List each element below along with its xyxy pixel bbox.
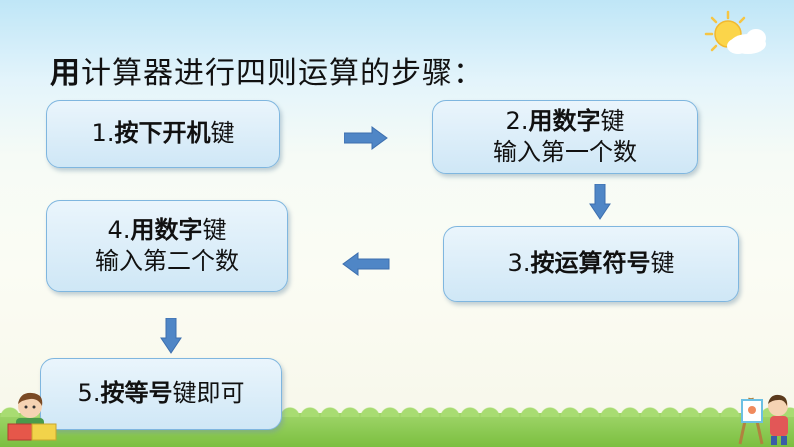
arrow-down-icon (589, 184, 611, 220)
step-1-text: 1.按下开机键 (92, 118, 235, 149)
step-4-suffix: 键 (202, 216, 226, 244)
page-title: 用计算器进行四则运算的步骤： (50, 48, 484, 92)
step-3-suffix: 键 (650, 249, 674, 277)
step-4-line2: 输入第二个数 (95, 246, 239, 277)
step-3-text: 3.按运算符号键 (508, 248, 675, 279)
step-2-number: 2. (506, 107, 529, 135)
step-3-number: 3. (508, 249, 531, 277)
step-1-box: 1.按下开机键 (46, 100, 280, 168)
step-5-text: 5.按等号键即可 (78, 378, 245, 409)
arrow-down-icon (160, 318, 182, 354)
child-reading-icon (2, 388, 62, 446)
step-4-line1: 4.用数字键 (108, 215, 227, 246)
sun-cloud-icon (700, 8, 770, 63)
step-5-suffix: 键即可 (172, 379, 244, 407)
step-4-number: 4. (108, 216, 131, 244)
step-5-box: 5.按等号键即可 (40, 358, 282, 430)
child-painting-icon (732, 384, 794, 446)
step-4-action: 用数字 (130, 216, 202, 244)
step-4-box: 4.用数字键 输入第二个数 (46, 200, 288, 292)
step-1-action: 按下开机 (114, 119, 210, 147)
step-5-number: 5. (78, 379, 101, 407)
step-5-action: 按等号 (100, 379, 172, 407)
step-3-action: 按运算符号 (530, 249, 650, 277)
title-emphasis: 用 (50, 56, 81, 91)
step-2-action: 用数字 (528, 107, 600, 135)
arrow-left-icon (342, 252, 390, 276)
title-text: 计算器进行四则运算的步骤： (81, 56, 484, 91)
step-3-box: 3.按运算符号键 (443, 226, 739, 302)
arrow-right-icon (344, 126, 388, 150)
step-2-suffix: 键 (600, 107, 624, 135)
step-2-line1: 2.用数字键 (506, 106, 625, 137)
step-1-number: 1. (92, 119, 115, 147)
step-1-suffix: 键 (210, 119, 234, 147)
step-2-box: 2.用数字键 输入第一个数 (432, 100, 698, 174)
step-2-line2: 输入第一个数 (493, 137, 637, 168)
